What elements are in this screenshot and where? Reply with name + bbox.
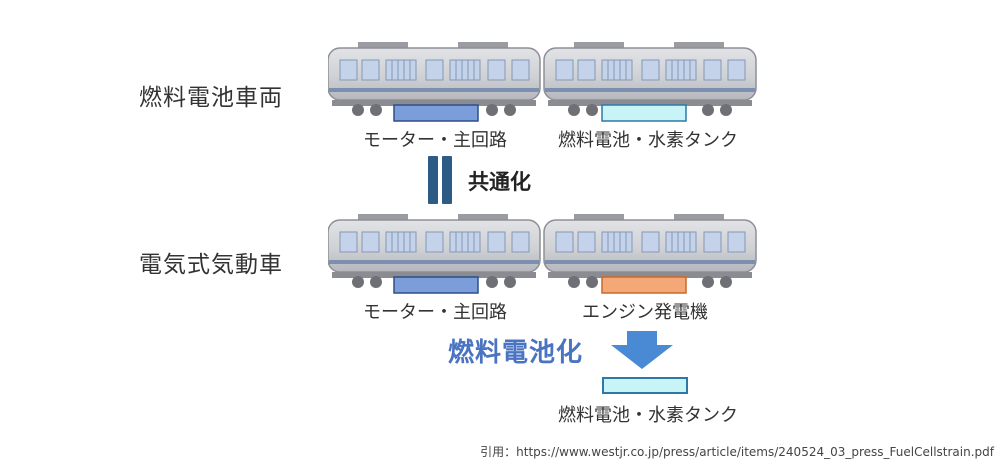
source-citation: 引用：https://www.westjr.co.jp/press/articl… — [480, 445, 994, 459]
fuel-cell-conversion-label: 燃料電池化 — [448, 338, 584, 368]
diesel-electric-train-illustration — [328, 210, 762, 294]
diesel-electric-label: 電気式気動車 — [139, 252, 283, 278]
fuel-cell-tank-result-caption: 燃料電池・水素タンク — [558, 405, 738, 426]
fuel-cell-train-illustration — [328, 38, 762, 122]
common-label: 共通化 — [468, 170, 531, 194]
fuel-cell-tank-caption: 燃料電池・水素タンク — [558, 130, 738, 151]
fuel-cell-tank-box — [601, 104, 687, 122]
down-arrow-icon — [611, 331, 673, 369]
equals-bar-left — [428, 156, 438, 204]
fuel-cell-tank-result-box — [602, 377, 688, 394]
motor-circuit-box — [393, 104, 479, 122]
equals-bar-right — [442, 156, 452, 204]
engine-generator-caption: エンジン発電機 — [582, 302, 708, 323]
engine-generator-box — [601, 276, 687, 294]
motor-circuit-caption: モーター・主回路 — [363, 130, 507, 151]
motor-circuit-box — [393, 276, 479, 294]
motor-circuit-caption-2: モーター・主回路 — [363, 302, 507, 323]
fuel-cell-train-label: 燃料電池車両 — [139, 85, 283, 111]
